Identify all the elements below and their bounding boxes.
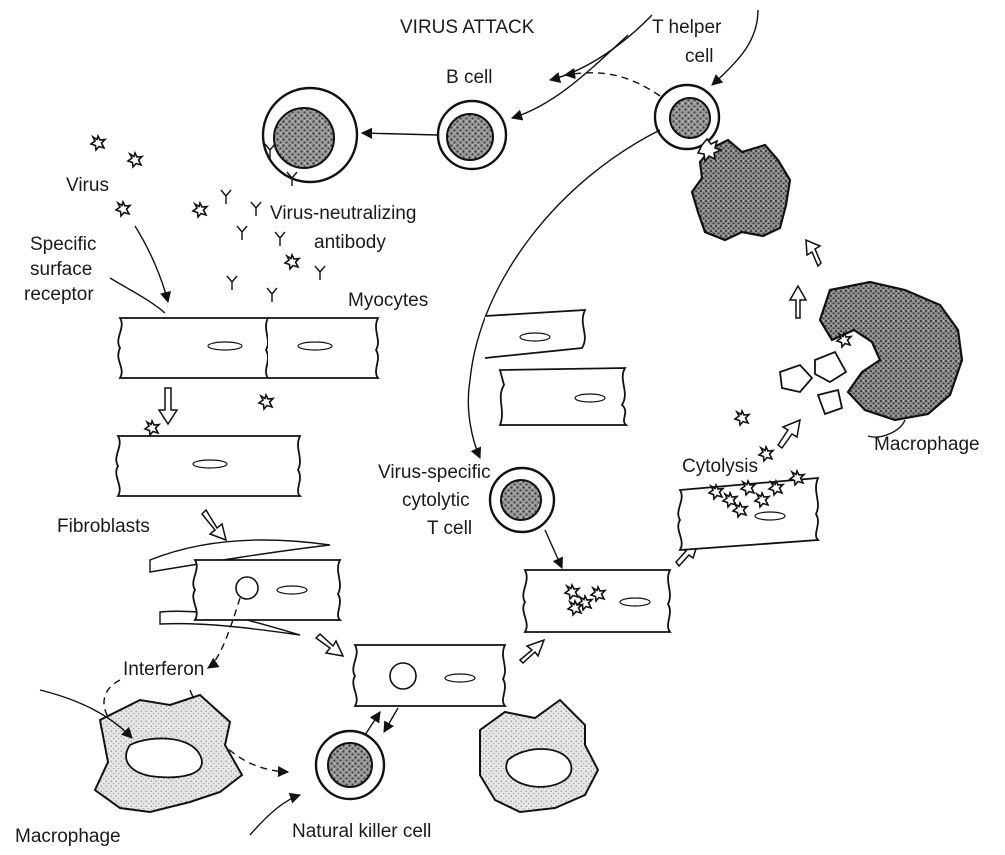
engulfed-virus xyxy=(837,333,851,347)
cytolysis-label: Cytolysis xyxy=(682,456,758,477)
debris xyxy=(818,390,842,414)
receptor-label-2: surface xyxy=(30,259,92,280)
ctl-label-2: cytolytic xyxy=(402,490,470,511)
cytolysed-myocyte xyxy=(678,471,818,550)
t-helper-cell xyxy=(655,85,719,149)
infected-myocyte xyxy=(116,436,300,496)
interferon-label: Interferon xyxy=(123,659,204,680)
released-virus xyxy=(735,411,749,425)
cytolytic-t-cell xyxy=(490,468,554,532)
b-to-plasma-arrow xyxy=(362,133,438,135)
b-cell xyxy=(438,101,506,169)
t-helper-label-2: cell xyxy=(685,46,714,67)
ctl-target-myocyte xyxy=(523,570,670,632)
debris xyxy=(780,365,812,392)
thelper-arrow-in xyxy=(550,15,652,80)
phagocytosing-macrophage xyxy=(820,282,962,420)
fibroblasts-label: Fibroblasts xyxy=(57,516,150,537)
virus-particle xyxy=(193,203,207,217)
progression-arrow xyxy=(520,640,544,663)
progression-arrow xyxy=(778,420,800,448)
thelper-to-b-dashed xyxy=(565,73,660,96)
antibody xyxy=(227,276,237,290)
antibody xyxy=(221,190,231,204)
macrophage-left-nucleus xyxy=(126,738,202,777)
antibody xyxy=(251,202,261,216)
released-virus xyxy=(759,447,773,461)
antibody xyxy=(237,226,247,240)
progression-arrow xyxy=(790,286,806,318)
t-helper-label-1: T helper xyxy=(652,17,722,38)
virus-particle xyxy=(91,136,105,150)
progression-arrow xyxy=(159,388,177,424)
receptor-label-1: Specific xyxy=(30,234,97,255)
myocyte-cluster-right xyxy=(485,310,626,425)
myocyte-with-fibroblasts xyxy=(193,560,340,620)
nk-attack-arrow xyxy=(365,712,380,735)
progression-arrow xyxy=(316,634,343,656)
target-myocyte xyxy=(353,645,505,706)
b-cell-label: B cell xyxy=(446,67,492,88)
receptor-pointer xyxy=(110,278,165,313)
helper-signal-to-b xyxy=(512,35,628,118)
macrophage-lower-nucleus xyxy=(506,749,571,787)
virus-particle xyxy=(116,202,130,216)
natural-killer-label: Natural killer cell xyxy=(292,821,431,842)
virus-to-receptor-arrow xyxy=(135,226,168,302)
ctl-attack-arrow xyxy=(545,530,562,568)
natural-killer-cell xyxy=(316,731,384,799)
progression-arrow xyxy=(202,510,226,540)
antibody-label-2: antibody xyxy=(314,232,386,253)
macrophage-right-label: Macrophage xyxy=(874,434,980,455)
antibody xyxy=(267,288,277,302)
ctl-label-1: Virus-specific xyxy=(378,462,491,483)
ctl-label-3: T cell xyxy=(427,518,472,539)
antibody xyxy=(275,232,285,246)
antibody xyxy=(315,266,325,280)
macrophage-left-label: Macrophage xyxy=(15,826,121,847)
receptor-label-3: receptor xyxy=(24,284,94,305)
virus-particle xyxy=(285,255,299,269)
virus-label: Virus xyxy=(66,175,109,196)
virus-particle xyxy=(128,153,142,167)
diagram-title: VIRUS ATTACK xyxy=(400,17,535,38)
plasma-cell xyxy=(263,88,357,182)
progression-arrow xyxy=(806,240,821,266)
debris xyxy=(815,352,846,382)
myocyte-pair xyxy=(118,318,378,378)
antibody-label-1: Virus-neutralizing xyxy=(270,203,416,224)
nk-signal-arrow xyxy=(384,708,398,732)
myocytes-label: Myocytes xyxy=(348,290,428,311)
virus-particle xyxy=(145,421,159,435)
lysed-virus xyxy=(259,395,273,409)
